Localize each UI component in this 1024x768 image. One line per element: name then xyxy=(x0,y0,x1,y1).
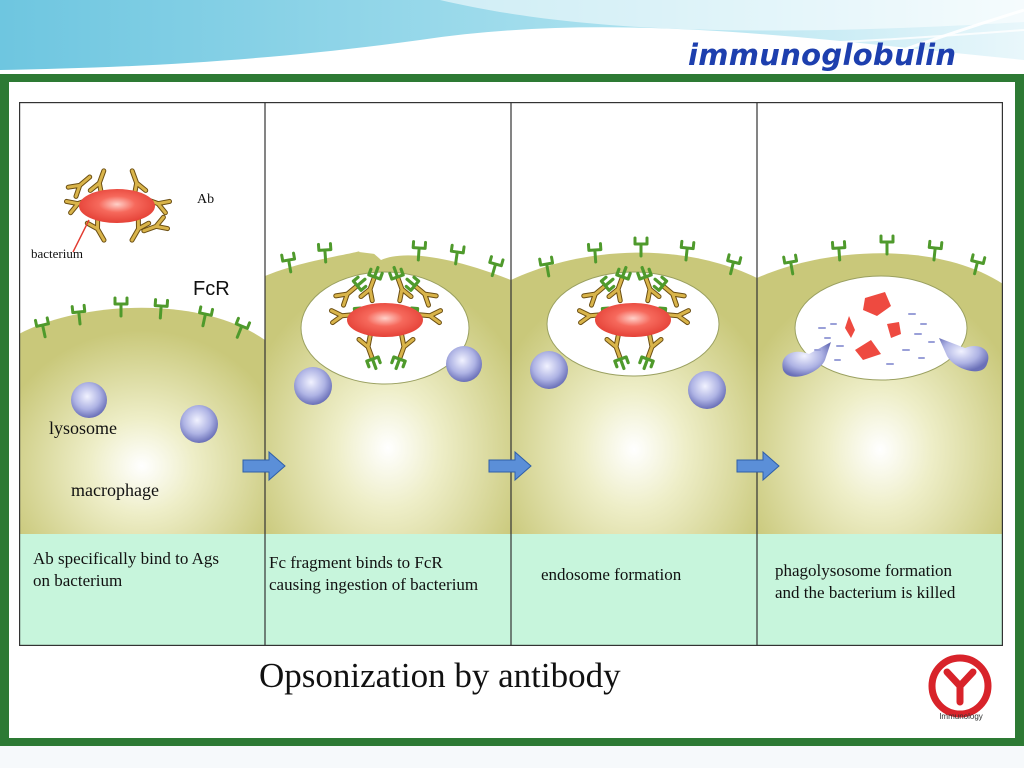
figure-frame: Ab bacterium FcR lysosome macrophage Ab … xyxy=(0,74,1024,746)
panel-2 xyxy=(265,240,511,534)
fragment-4 xyxy=(855,340,881,360)
panel-3 xyxy=(511,236,757,534)
bacterium-1 xyxy=(79,189,155,223)
logo-text: Immunology xyxy=(939,712,983,721)
opsonization-diagram xyxy=(19,102,1003,646)
header-wave-decoration xyxy=(0,0,1024,80)
panel-4 xyxy=(757,234,1003,534)
caption-step-4: phagolysosome formation and the bacteriu… xyxy=(775,561,956,602)
immunology-logo-icon xyxy=(928,654,992,718)
lysosome-2b xyxy=(446,346,482,382)
panel-1 xyxy=(19,169,265,534)
figure-title: Opsonization by antibody xyxy=(259,656,621,695)
bacterium-2 xyxy=(347,303,423,337)
fragment-1 xyxy=(863,292,891,316)
label-bacterium: bacterium xyxy=(31,246,83,261)
caption-step-1: Ab specifically bind to Ags on bacterium xyxy=(33,549,220,590)
slide-title: immunoglobulin xyxy=(688,38,957,72)
fusing-lysosome-right xyxy=(939,338,989,372)
lysosome-1b xyxy=(180,405,218,443)
fragment-3 xyxy=(887,322,901,338)
label-fcr: FcR xyxy=(193,278,230,300)
lysosome-3a xyxy=(530,351,568,389)
label-lysosome: lysosome xyxy=(49,418,118,438)
label-ab: Ab xyxy=(197,192,215,207)
figure-area: Ab bacterium FcR lysosome macrophage Ab … xyxy=(9,82,1015,738)
step-arrows xyxy=(242,450,780,482)
arrow-icon-3 xyxy=(736,450,780,482)
lysosome-3b xyxy=(688,371,726,409)
label-macrophage: macrophage xyxy=(71,480,159,500)
footer-band xyxy=(0,746,1024,768)
fragment-2 xyxy=(845,316,855,338)
lysosome-1a xyxy=(71,382,107,418)
lysosome-2a xyxy=(294,367,332,405)
arrow-icon-2 xyxy=(488,450,532,482)
caption-step-2: Fc fragment binds to FcR causing ingesti… xyxy=(269,553,479,594)
arrow-icon-1 xyxy=(242,450,286,482)
caption-step-3: endosome formation xyxy=(541,565,682,584)
bacterium-3 xyxy=(595,303,671,337)
